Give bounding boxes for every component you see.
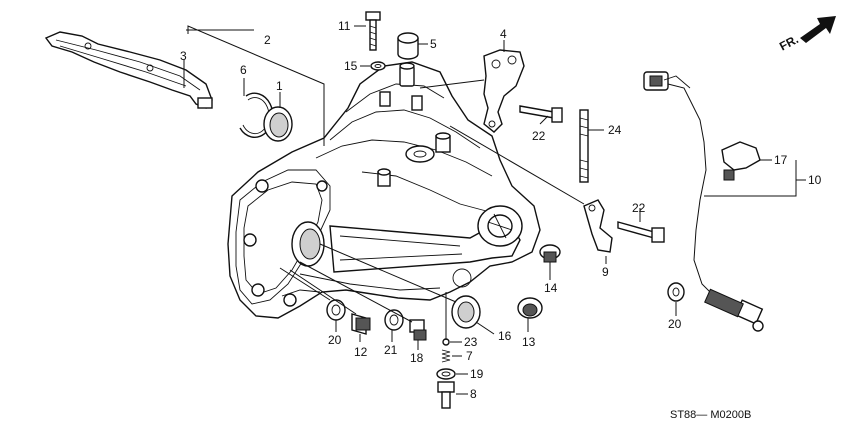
callout-20-right: 20 bbox=[668, 317, 682, 331]
callout-12: 12 bbox=[354, 345, 368, 359]
part-stud-24 bbox=[579, 109, 589, 183]
part-seal-16 bbox=[451, 295, 481, 329]
part-washer-20-right bbox=[667, 282, 685, 302]
part-bolt-22-upper bbox=[519, 105, 563, 123]
callout-11: 11 bbox=[338, 19, 351, 33]
part-washer-20-left bbox=[326, 299, 346, 321]
callout-17: 17 bbox=[774, 153, 788, 167]
callout-22-upper: 22 bbox=[532, 129, 546, 143]
front-direction-label: FR. bbox=[777, 32, 801, 53]
front-direction-indicator: FR. bbox=[777, 16, 836, 54]
callout-21: 21 bbox=[384, 343, 398, 357]
part-bolt-22-lower bbox=[617, 221, 665, 243]
part-plug-14 bbox=[539, 244, 561, 263]
callout-4: 4 bbox=[500, 27, 507, 41]
front-arrow-icon bbox=[800, 16, 836, 43]
callout-9: 9 bbox=[602, 265, 609, 279]
part-clamp-bracket-9 bbox=[583, 199, 613, 253]
callout-15: 15 bbox=[344, 59, 358, 73]
callout-8: 8 bbox=[470, 387, 477, 401]
callout-5: 5 bbox=[430, 37, 437, 51]
part-plug-bolt-12 bbox=[351, 313, 371, 335]
callout-7: 7 bbox=[466, 349, 473, 363]
callout-3: 3 bbox=[180, 49, 187, 63]
callout-labels: 1 2 3 4 5 6 7 8 9 10 11 12 13 14 15 16 1… bbox=[180, 19, 822, 401]
callout-10: 10 bbox=[808, 173, 822, 187]
part-oil-seal-13 bbox=[517, 297, 543, 319]
callout-20-left: 20 bbox=[328, 333, 342, 347]
callout-18: 18 bbox=[410, 351, 424, 365]
part-washer-21 bbox=[384, 309, 404, 331]
part-bolt-11 bbox=[365, 11, 381, 51]
part-washer-19 bbox=[436, 368, 456, 380]
callout-19: 19 bbox=[470, 367, 484, 381]
part-transmission-case bbox=[227, 61, 541, 319]
callout-16: 16 bbox=[498, 329, 512, 343]
part-speed-sensor-harness-10 bbox=[643, 71, 764, 332]
part-clip-17 bbox=[721, 141, 761, 181]
callout-24: 24 bbox=[608, 123, 622, 137]
part-bracket-4 bbox=[483, 49, 525, 133]
part-spring-7 bbox=[441, 349, 451, 363]
part-plug-bolt-18 bbox=[409, 319, 427, 341]
callout-6: 6 bbox=[240, 63, 247, 77]
leader-lines bbox=[183, 25, 806, 395]
callout-13: 13 bbox=[522, 335, 536, 349]
diagram-reference-code: ST88— M0200B bbox=[670, 409, 751, 421]
part-seal-cap bbox=[263, 106, 293, 142]
callout-1: 1 bbox=[276, 79, 283, 93]
part-bolt-8 bbox=[437, 381, 455, 409]
part-washer-15 bbox=[370, 61, 386, 71]
part-cap-5 bbox=[397, 32, 419, 60]
part-shift-guide-plate bbox=[44, 31, 213, 109]
callout-14: 14 bbox=[544, 281, 558, 295]
callout-23: 23 bbox=[464, 335, 478, 349]
callout-22-lower: 22 bbox=[632, 201, 646, 215]
callout-2: 2 bbox=[264, 33, 271, 47]
